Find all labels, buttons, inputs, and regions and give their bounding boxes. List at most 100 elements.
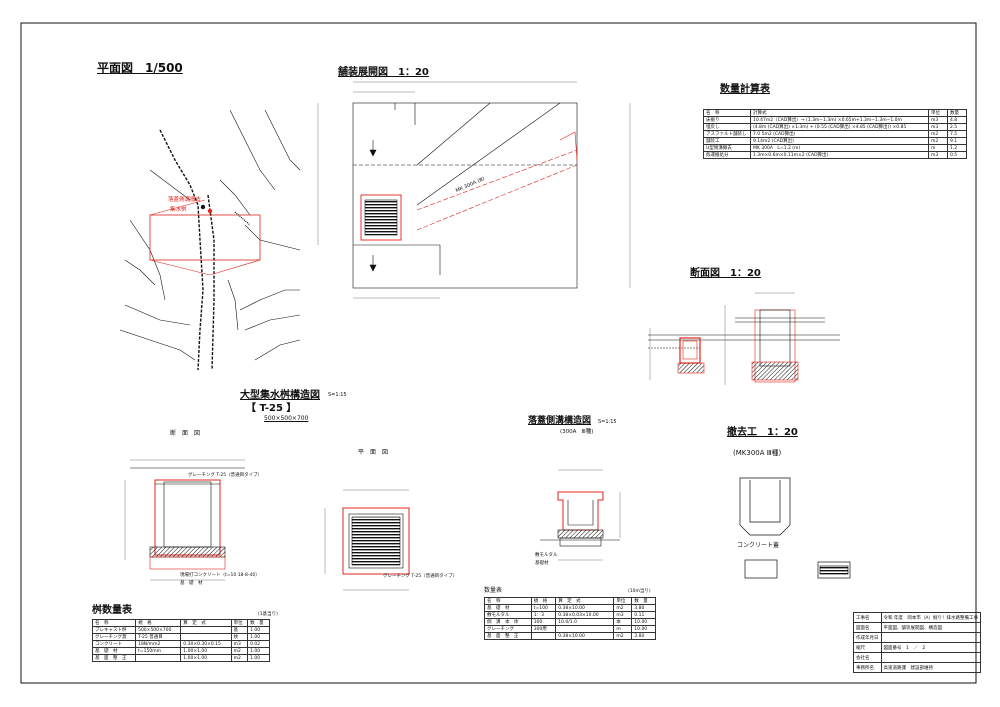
table-cell: 敷モルタル [484,611,532,619]
table-row: 基 礎 材 t=100 0.38×10.00 m2 3.80 [484,604,656,612]
table-cell: 10.0/1.0 [555,618,615,626]
table-cell: t=100 [530,604,557,612]
table-cell: 300用 [530,625,557,633]
table-cell: 1.00 [247,633,270,641]
title-block-key: 図面名 [853,622,882,633]
table-cell [135,654,182,662]
table-cell: m3 [928,123,948,131]
table-cell: 10.00 [631,618,656,626]
table-cell: m2 [613,604,633,612]
catch-basin-title: 大型集水桝構造図 [240,390,320,401]
quantity-calc-title: 数量計算表 [720,84,770,95]
title-block-row: 作成年月日 [853,632,982,643]
title-block-value: 平面図、舗装展開図、構造図 [880,622,982,633]
pavement-view [317,81,631,299]
table-row: 殻運搬処分 1.3m×0.6m×0.11m×2 (CAD算出) m3 0.5 [703,151,967,159]
table-header-row: 名 称 計算式 単位 数量 [703,109,967,117]
table-row: 側 溝 本 体 300 10.0/1.0 本 10.00 [484,618,656,626]
table-cell: m2 [230,647,249,655]
gutter-subtitle: (300A Ⅲ種) [560,429,594,435]
header-cell: 単位 [230,619,249,627]
basin-qty-table: 名 称 規 格 算 定 式 単位 数 量 プレキャスト桝 500×500×700… [91,619,270,662]
table-cell: 基 面 整 正 [484,632,532,640]
table-cell: 0.38×0.03×10.00 [555,611,615,619]
plan-title: 平面図 1/500 [97,61,183,75]
header-cell: 数 量 [247,619,270,627]
header-cell: 規 格 [530,597,557,605]
table-cell [180,633,232,641]
header-cell: 算 定 式 [555,597,615,605]
gutter-qty-table: 名 称 規 格 算 定 式 単位 数 量 基 礎 材 t=100 0.38×10… [484,597,656,640]
gutter-scale: S=1:15 [598,419,617,425]
table-cell: (4.8m (CAD算出) ×1.3m) + (0.55 (CAD算出) ×4.… [750,123,929,131]
table-cell: 基 [230,626,249,634]
table-cell: 0.02 [247,640,270,648]
table-cell: m [928,144,948,152]
cb-base-label: 基 礎 材 [180,581,203,586]
cb-concrete-label: 現場打コンクリート（t=10 18-8-40） [180,573,260,578]
title-block-key: 事務所名 [853,662,882,673]
basin-qty-title: 桝数量表 [92,605,132,616]
header-cell: 計算式 [750,109,929,117]
table-cell: 舗装工 [703,137,751,145]
table-cell: 0.11 [631,611,656,619]
gutter-qty-unit: (10m当り) [628,589,651,594]
table-cell: 殻運搬処分 [703,151,751,159]
table-row: アスファルト舗装し 7.0 5m2 (CAD算出) m2 7.5 [703,130,967,138]
table-cell: m3 [928,116,948,124]
table-cell: 1.00×1.00 [180,654,232,662]
table-cell: 7.0 5m2 (CAD算出) [750,130,929,138]
table-cell: 0.38×10.00 [555,632,615,640]
table-cell: 基 面 整 正 [91,654,137,662]
header-cell: 名 称 [484,597,532,605]
table-cell: 9.1 [947,137,967,145]
cb-plan-grating-label: グレーチング T-25（普通目タイプ） [383,574,458,579]
table-cell: 10.00 [631,625,656,633]
table-row: 敷モルタル 1：3 0.38×0.03×10.00 m3 0.11 [484,611,656,619]
title-block-row: 図面名 平面図、舗装展開図、構造図 [853,622,982,633]
table-cell: 500×500×700 [135,626,182,634]
header-cell: 単位 [613,597,633,605]
header-cell: 数量 [947,109,967,117]
title-block-row: 縮尺 図面番号 1 ／ 2 [853,642,982,653]
plan-label-removal: 落蓋側溝撤去 [168,197,202,203]
table-cell: 300 [530,618,557,626]
title-block: 工事名 令和 年度 岡本市（A）掘り！排水路整備工事 図面名 平面図、舗装展開図… [853,612,982,673]
cb-grating-label: グレーチング T-25（普通目タイプ） [188,473,263,478]
table-cell [555,625,615,633]
title-block-key: 作成年月日 [853,632,882,643]
removal-view [739,477,851,579]
cb-plan-title: 平 面 図 [358,449,389,456]
table-cell: 10.47m2（CAD算出）→ (1.3m−1.3m) ×0.65m+1.3m−… [750,116,929,124]
table-row: グレーチング蓋 T-25 普通目 枚 1.00 [91,633,270,641]
table-cell: m2 [230,654,249,662]
table-cell: 床掘り [703,116,751,124]
cross-section-view [648,292,840,385]
table-cell: m2 [613,632,633,640]
table-cell: 本 [613,618,633,626]
table-cell: m3 [230,640,249,648]
sheet-border [20,22,977,684]
table-cell: 0.38×10.00 [555,604,615,612]
table-row: コンクリート 18N/mm2 0.30×0.30×0.15 m3 0.02 [91,640,270,648]
table-cell: 3.80 [631,604,656,612]
table-cell: 1.00 [247,626,270,634]
title-block-value: 令和 年度 岡本市（A）掘り！排水路整備工事 [880,612,982,623]
table-header-row: 名 称 規 格 算 定 式 単位 数 量 [484,597,656,605]
title-block-key: 縮尺 [853,642,882,653]
table-row: 舗装工 9.14m2 (CAD算出) m2 9.1 [703,137,967,145]
table-row: U型側溝撤去 MK 300A L=1.2 (m) m 1.2 [703,144,967,152]
table-cell: m3 [928,151,948,159]
table-cell: 9.14m2 (CAD算出) [750,137,929,145]
gutter-qty-title: 数量表 [484,587,503,594]
table-cell: m2 [928,130,948,138]
table-cell: アスファルト舗装し [703,130,751,138]
cross-section-title: 断面図 1：20 [690,268,761,279]
table-cell: 1.3m×0.6m×0.11m×2 (CAD算出) [750,151,929,159]
table-cell: グレーチング蓋 [91,633,137,641]
table-cell: 1.00 [247,654,270,662]
table-cell: 18N/mm2 [135,640,182,648]
table-cell: MK 300A L=1.2 (m) [750,144,929,152]
